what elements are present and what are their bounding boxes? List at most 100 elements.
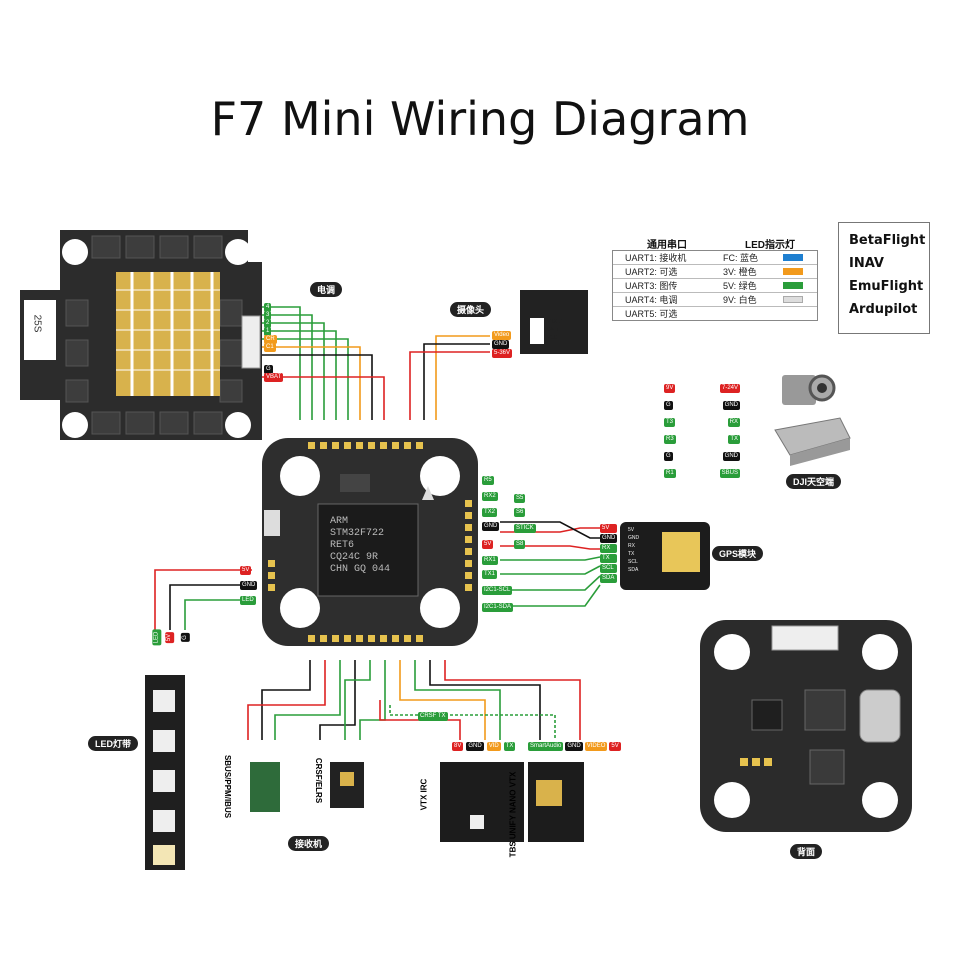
esc-pin: G bbox=[264, 365, 273, 374]
flight-controller-board bbox=[262, 438, 478, 646]
chip-line: CHN GQ 044 bbox=[330, 564, 391, 575]
gps-wires bbox=[500, 521, 601, 607]
camera-module bbox=[520, 290, 588, 354]
dji-pin-row: R1 SBUS bbox=[664, 465, 740, 482]
uart-led: FC: 蓝色 bbox=[723, 253, 758, 263]
uart-port: UART3: 图传 bbox=[625, 281, 678, 291]
camera-board-pins: VIDEO GND VCC bbox=[547, 318, 563, 342]
esc-caption: 电调 bbox=[310, 282, 343, 297]
chip-line: RET6 bbox=[330, 540, 355, 551]
camera-pin: GND bbox=[492, 340, 510, 349]
uart-table: 通用串口 LED指示灯 UART1: 接收机 FC: 蓝色 UART2: 可选 … bbox=[612, 236, 818, 321]
gps-pin: 5V bbox=[600, 524, 618, 533]
gps-pin: SDA bbox=[600, 574, 618, 583]
dji-pin-left: G bbox=[664, 452, 673, 461]
esc-pin: 4 bbox=[264, 303, 272, 312]
uart-table-header: 通用串口 LED指示灯 bbox=[612, 236, 818, 251]
esc-pin: 3 bbox=[264, 311, 272, 320]
dji-caption: DJI天空端 bbox=[786, 474, 842, 489]
led-swatch-blue bbox=[783, 254, 803, 261]
crsf-tx-label: CRSF TX bbox=[418, 712, 448, 721]
gps-board-pin: RX bbox=[628, 543, 635, 549]
fc-pad-extra: S5 bbox=[514, 494, 526, 503]
page-title: F7 Mini Wiring Diagram bbox=[210, 92, 750, 146]
fc-pad: 5V bbox=[482, 540, 494, 549]
chip-line: STM32F722 bbox=[330, 528, 385, 539]
camera-caption: 摄像头 bbox=[450, 302, 492, 317]
vtx-pin: 5V bbox=[609, 742, 621, 751]
vtx-pin: GND bbox=[565, 742, 583, 751]
uart-port: UART4: 电调 bbox=[625, 295, 678, 305]
esc-pin: CR bbox=[264, 335, 277, 344]
led-strip-caption: LED灯带 bbox=[88, 736, 139, 751]
vtx-pin: SmartAudio bbox=[528, 742, 564, 751]
dji-pin-row: 9V 7-24V bbox=[664, 380, 740, 397]
dji-pin-right: SBUS bbox=[719, 469, 740, 478]
led-pin: 5V bbox=[165, 631, 175, 644]
led-swatch-green bbox=[783, 282, 803, 289]
bottom-wires bbox=[247, 660, 581, 740]
camera-pin: Video bbox=[492, 331, 512, 340]
gps-board-pins: 5V GND RX TX SCL SDA bbox=[628, 526, 639, 574]
firmware-item: Ardupilot bbox=[849, 302, 918, 317]
led-swatch-white bbox=[783, 296, 803, 303]
receiver-caption: 接收机 bbox=[288, 836, 330, 851]
esc-pin: C1 bbox=[264, 343, 276, 352]
vtx-pins-b: SmartAudio GND VIDEO 5V bbox=[528, 742, 621, 751]
uart-led: 3V: 橙色 bbox=[723, 267, 757, 277]
chip-line: ARM bbox=[330, 516, 349, 527]
led-pin: LED bbox=[152, 629, 162, 646]
dji-pin-right: GND bbox=[722, 452, 740, 461]
fc-pad: RX2 bbox=[482, 492, 498, 501]
dji-pin-right: GND bbox=[722, 401, 740, 410]
vtx-name: TBS UNIFY NANO VTX bbox=[508, 771, 518, 858]
camera-board-pin: VIDEO bbox=[547, 319, 563, 325]
receiver-name: SBUS/PPM/IBUS bbox=[223, 754, 233, 819]
fc-pad: I2C1-SCL bbox=[482, 586, 513, 595]
uart-row: UART1: 接收机 FC: 蓝色 bbox=[613, 251, 817, 265]
uart-table-body: UART1: 接收机 FC: 蓝色 UART2: 可选 3V: 橙色 UART3… bbox=[612, 250, 818, 321]
uart-header-led: LED指示灯 bbox=[745, 240, 795, 251]
uart-row: UART4: 电调 9V: 白色 bbox=[613, 293, 817, 307]
esc-wires bbox=[262, 306, 385, 420]
uart-led: 9V: 白色 bbox=[723, 295, 757, 305]
uart-port: UART2: 可选 bbox=[625, 267, 678, 277]
esc-pin: 1 bbox=[264, 327, 272, 336]
fc-pad: RX1 bbox=[482, 556, 498, 565]
gps-pin: GND bbox=[600, 534, 618, 543]
fc-pad-extra: S8 bbox=[514, 540, 526, 549]
fc-pad: GND bbox=[482, 522, 500, 531]
fc-pad: LED bbox=[240, 596, 256, 605]
led-pin: G bbox=[180, 633, 190, 642]
dji-pin-list: 9V 7-24V G GND T3 RX R3 TX G GND R1 SBUS bbox=[664, 380, 740, 482]
back-caption: 背面 bbox=[790, 844, 823, 859]
dji-pin-right: RX bbox=[727, 418, 740, 427]
gps-board-pin: TX bbox=[628, 551, 635, 557]
firmware-list: BetaFlight INAV EmuFlight Ardupilot bbox=[838, 222, 930, 334]
vtx-modules bbox=[440, 762, 584, 842]
vtx-pin: TX bbox=[503, 742, 516, 751]
fc-pad: I2C1-SDA bbox=[482, 603, 514, 612]
esc-board bbox=[20, 230, 262, 440]
firmware-item: INAV bbox=[849, 256, 884, 271]
dji-air-unit bbox=[774, 374, 851, 466]
firmware-item: EmuFlight bbox=[849, 279, 924, 294]
fc-pad: TX2 bbox=[482, 508, 498, 517]
gps-pin: RX bbox=[600, 544, 618, 553]
dji-pin-row: G GND bbox=[664, 448, 740, 465]
fc-pad-extra: STICK bbox=[514, 524, 536, 533]
dji-pin-right: 7-24V bbox=[719, 384, 740, 393]
gps-board-pin: GND bbox=[628, 535, 640, 541]
gps-caption: GPS模块 bbox=[712, 546, 764, 561]
fc-pad: GND bbox=[240, 581, 258, 590]
dji-pin-row: G GND bbox=[664, 397, 740, 414]
dji-pin-left: G bbox=[664, 401, 673, 410]
camera-board-pin: VCC bbox=[547, 335, 558, 341]
dji-pin-left: R1 bbox=[664, 469, 676, 478]
uart-row: UART3: 图传 5V: 绿色 bbox=[613, 279, 817, 293]
dji-pin-left: T3 bbox=[664, 418, 676, 427]
dji-pin-right: TX bbox=[728, 435, 740, 444]
gps-pin: SCL bbox=[600, 564, 618, 573]
vtx-name: VTX IRC bbox=[419, 778, 429, 811]
